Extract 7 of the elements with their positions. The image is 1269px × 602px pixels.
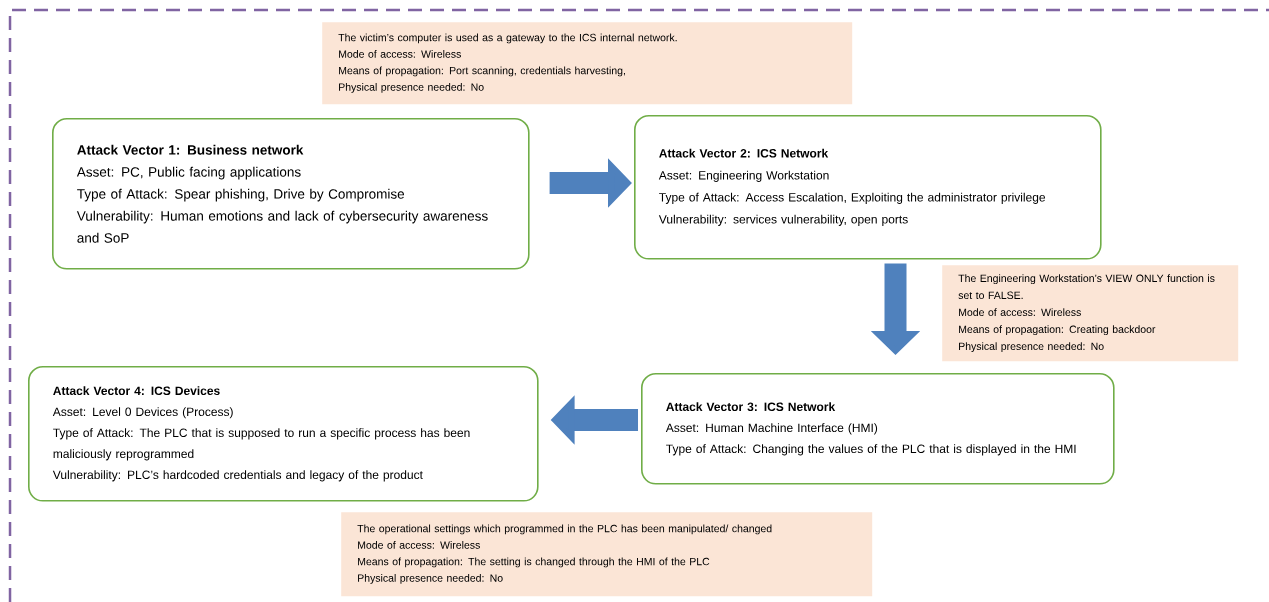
note-box: The victim’s computer is used as a gateway to the ICS internal network. Mode of access: Wireless Means of propagation: Port scanning, credentials harvesting, Physical presence needed: No bbox=[322, 22, 853, 105]
attack-vector-box: Attack Vector 1: Business network Asset: PC, Public facing applications Type of Attack: Spear phishing, Drive by Compromise Vulnerability: Human emotions and lack of cybersecurity awareness and SoP bbox=[52, 118, 530, 270]
attack-vector-box: Attack Vector 4: ICS Devices Asset: Level 0 Devices (Process) Type of Attack: The PLC that is supposed to run a specific process has been maliciously reprogrammed Vulnerability: PLC’s hardcoded credentials and legacy of the product bbox=[28, 366, 539, 502]
attack-vector-box: Attack Vector 2: ICS Network Asset: Engineering Workstation Type of Attack: Access Escalation, Exploiting the administrator privilege Vulnerability: services vulnerability, open ports bbox=[634, 115, 1102, 260]
note-box: The operational settings which programmed in the PLC has been manipulated/ changed Mode of access: Wireless Means of propagation: The setting is changed through the HMI of the PLC Physical presence needed: No bbox=[341, 512, 873, 597]
attack-vector-box: Attack Vector 3: ICS Network Asset: Human Machine Interface (HMI) Type of Attack: Changing the values of the PLC that is displayed in the HMI bbox=[641, 373, 1115, 485]
note-box: The Engineering Workstation’s VIEW ONLY function is set to FALSE. Mode of access: Wireless Means of propagation: Creating backdoor Physical presence needed: No bbox=[942, 265, 1239, 362]
